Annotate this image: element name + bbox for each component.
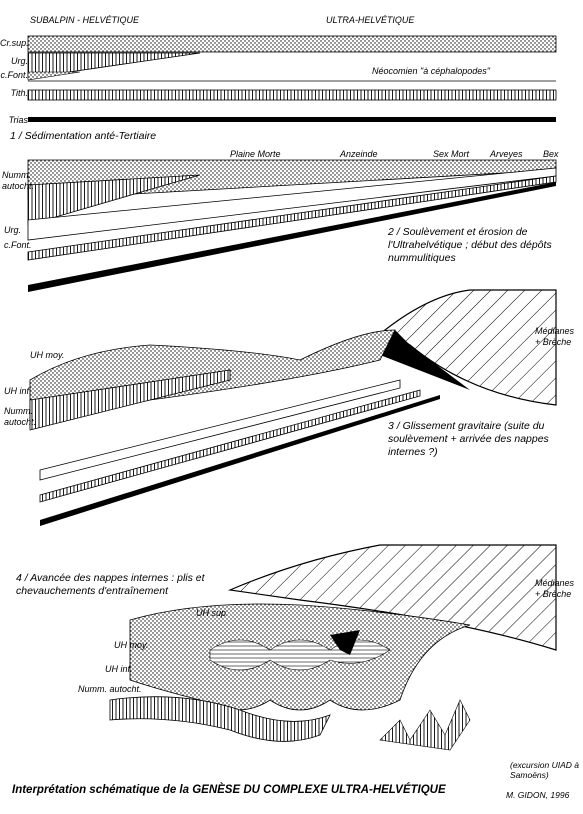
medianes-nappe (383, 289, 557, 406)
tithonian-layer (27, 89, 557, 101)
thrust-wedge (380, 330, 470, 390)
layer-urg: Urg. (10, 56, 28, 66)
neocomian-band-3 (39, 379, 401, 481)
medianes-nappe-4 (227, 544, 557, 651)
p3-medianes: Médianes + Brèche (535, 326, 575, 347)
p2-urg: Urg. (4, 225, 22, 235)
fontanil-wedge (27, 71, 81, 81)
trias-band-3 (40, 395, 440, 526)
panel4-section (109, 544, 557, 751)
header-right: ULTRA-HELVÉTIQUE (326, 15, 415, 25)
header-left: SUBALPIN - HELVÉTIQUE (30, 15, 140, 25)
p2-c-font: c.Font. (4, 240, 32, 250)
p4-medianes: Médianes + Brèche (535, 578, 575, 599)
place-plaine-morte: Plaine Morte (230, 149, 281, 159)
caption-3: 3 / Glissement gravitaire (suite du soul… (388, 420, 549, 458)
trias-layer (28, 117, 556, 122)
panel3-section (29, 289, 557, 526)
urgonian-base-4 (109, 696, 331, 742)
panel2-section (27, 159, 557, 292)
urgonian-slide (29, 369, 231, 431)
neocomien-note: Néocomien "à céphalopodes" (372, 66, 490, 76)
trias-band (28, 182, 556, 292)
tithonian-band-3 (39, 389, 421, 503)
caption-1: 1 / Sédimentation anté-Tertiaire (10, 130, 157, 142)
layer-tith: Tith. (10, 88, 28, 98)
p3-numm-autocht: Numm. autocht. (4, 406, 37, 427)
p3-uh-inf: UH inf. (4, 386, 32, 396)
layer-cr-sup: Cr.sup. (0, 38, 29, 48)
place-anzeinde: Anzeinde (340, 149, 378, 159)
thrust-black (330, 630, 360, 655)
place-bex: Bex (543, 149, 559, 159)
urgonian-block (27, 174, 201, 226)
p4-uh-moy: UH moy. (114, 640, 149, 650)
cretaceous-layer (27, 35, 557, 53)
place-sex-mort: Sex Mort (433, 149, 470, 159)
p3-uh-moy: UH moy. (30, 350, 65, 360)
layer-trias: Trias (8, 115, 28, 125)
caption-4: 4 / Avancée des nappes internes : plis e… (16, 572, 205, 597)
p4-numm-autocht: Numm. autocht. (78, 684, 142, 694)
p4-uh-inf: UH inf. (105, 664, 133, 674)
author-credit: M. GIDON, 1996 (506, 790, 570, 800)
layer-c-font: c.Font. (0, 70, 28, 80)
p2-numm-autocht: Numm. autocht. (2, 170, 35, 191)
p4-uh-sup: UH sup. (196, 608, 229, 618)
caption-2: 2 / Soulèvement et érosion de l'Ultrahel… (388, 226, 552, 264)
imbricates (379, 699, 471, 751)
figure-title: Interprétation schématique de la GENÈSE … (12, 784, 446, 796)
place-arveyes: Arveyes (490, 149, 523, 159)
panel1-strata (27, 35, 557, 122)
excursion-note: (excursion UIAD à Samoëns) (510, 760, 579, 780)
